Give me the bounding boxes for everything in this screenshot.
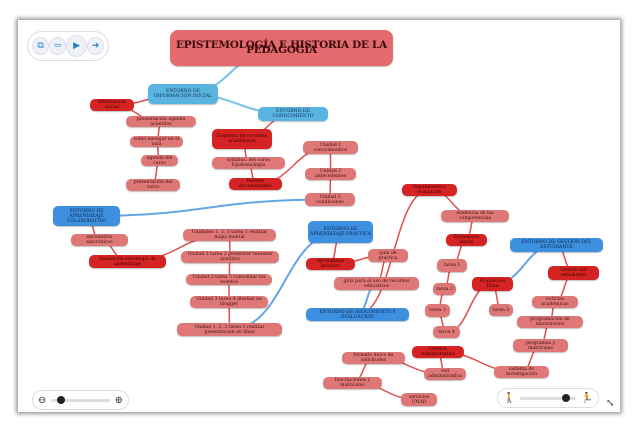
mindmap-node[interactable]: fuentes documentales (229, 178, 282, 190)
play-icon: ▶ (73, 41, 80, 51)
mindmap-node[interactable]: ENTORNO DE APRENDIZAJE PRACTICA (308, 221, 373, 243)
mindmap-node[interactable]: formato único de solicitudes (342, 352, 405, 364)
mindmap-node[interactable]: tarea 4 (433, 326, 460, 338)
forward-button[interactable]: ➜ (86, 37, 105, 55)
mindmap-node[interactable]: ENTORNO DE GESTIÓN DEL ESTUDIANTE (510, 238, 603, 252)
mindmap-node[interactable]: Seguimiento y evaluación (402, 184, 457, 196)
central-topic[interactable]: EPISTEMOLOGÍA E HISTORIA DE LA PEDAGOGÍA (170, 30, 393, 66)
mindmap-node[interactable]: Inscripciones y matrículas (323, 377, 382, 389)
zoom-out-icon[interactable]: ⊖ (38, 394, 47, 406)
mindmap-node[interactable]: red administrativa (424, 368, 466, 380)
mindmap-node[interactable]: guía para el uso de recursos educativos (334, 277, 419, 290)
speed-slider-thumb[interactable] (561, 393, 570, 402)
arrow-left-icon: ⇦ (53, 41, 62, 51)
mindmap-node[interactable]: Información inicial (90, 99, 134, 111)
presentation-toolbar: ⧉ ⇦ ▶ ➜ (27, 31, 109, 61)
arrow-right-icon: ➜ (91, 41, 100, 51)
mindmap-node[interactable]: tarea 2 (433, 283, 456, 295)
mindmap-node[interactable]: Gestión Administrativa (412, 346, 464, 358)
mindmap-node[interactable]: presentación del curso (126, 179, 180, 191)
zoom-slider[interactable] (51, 395, 110, 404)
mindmap-node[interactable]: encuentros sincrónicos (71, 234, 128, 246)
mindmap-node[interactable]: tarea 1 (437, 259, 467, 272)
mindmap-node[interactable]: ENTORNO DE SEGUIMIENTO Y EVALUACION (306, 308, 409, 321)
speed-slider[interactable] (520, 393, 576, 402)
zoom-control: ⊖ ⊕ (32, 390, 129, 410)
play-button[interactable]: ▶ (66, 35, 87, 57)
zoom-slider-thumb[interactable] (57, 395, 66, 404)
mindmap-node[interactable]: Unidad 1, 2, 3 tarea 5 realizar presenta… (177, 323, 282, 336)
mindmap-node[interactable]: servicios UNAD (401, 393, 437, 406)
running-person-icon[interactable]: 🏃 (580, 392, 593, 404)
mindmap-node[interactable]: tarea 5 (489, 304, 513, 316)
speed-control: 🚶 🏃 (497, 388, 599, 408)
mindmap-node[interactable]: ENTORNO DE CONOCIMIENTO (258, 107, 328, 121)
mindmap-node[interactable]: programación de laboratorios (517, 316, 583, 328)
mindmap-node[interactable]: Unidades 1, 2, 3 tarea 1 realizar mapa m… (183, 229, 276, 241)
overview-button[interactable]: ⧉ (32, 37, 50, 55)
mindmap-node[interactable]: Gestión del estudiante (548, 266, 599, 280)
map-overview-icon: ⧉ (37, 41, 44, 51)
mindmap-node[interactable]: agenda del curso (141, 155, 178, 166)
mindmap-node[interactable]: ENTORNO DE INFORMACIÓN INICIAL (148, 84, 218, 104)
mindmap-node[interactable]: Unidad 2 tarea 2 presentar resumen analí… (181, 251, 279, 263)
mindmap-node[interactable]: ENTORNO DE APRENDIZAJE COLABORATIVO (53, 206, 120, 226)
connector-line (86, 198, 331, 217)
mindmap-node[interactable]: Aprendizaje práctico (306, 258, 355, 270)
mindmap-node[interactable]: Unidad 2 tarea 3 consolidar los eventos (186, 274, 272, 285)
mindmap-node[interactable]: sistema de investigación (494, 366, 549, 378)
walking-person-icon[interactable]: 🚶 (503, 392, 516, 404)
mindmap-node[interactable]: tarea 3 (425, 304, 450, 317)
mindmap-node[interactable]: presentación agenda acuerdos (126, 116, 196, 127)
mindmap-node[interactable]: evidencia de las competencias (441, 210, 509, 222)
mindmap-node[interactable]: Unidad 3 condiciones (305, 193, 355, 206)
zoom-in-icon[interactable]: ⊕ (114, 394, 123, 406)
back-button[interactable]: ⇦ (49, 37, 67, 55)
mindmap-node[interactable]: programas y matrículas (513, 339, 568, 352)
mindmap-node[interactable]: Desarrollo estrategia de aprendizaje (89, 255, 166, 268)
mindmap-node[interactable]: Unidad 1 conocimientos (303, 141, 358, 154)
mindmap-node[interactable]: syllabus, del curso Epistemología (212, 157, 285, 169)
mindmap-node[interactable]: Evaluación inicial (446, 234, 487, 246)
mindmap-node[interactable]: noticias académicas (532, 296, 578, 308)
fullscreen-resize-icon[interactable]: ⤡ (606, 398, 615, 409)
mindmap-node[interactable]: Unidad 2 antecedentes (305, 168, 356, 180)
mindmap-node[interactable]: como navegar en el aula (130, 136, 183, 147)
mindmap-node[interactable]: guía de practica (368, 249, 408, 262)
mindmap-node[interactable]: Evaluación Final (472, 277, 513, 291)
mindmap-node[interactable]: Unidad 3 tarea 4 diseñar un blogger (190, 296, 268, 308)
mindmap-node[interactable]: Esquema de recursos académicos (212, 129, 272, 149)
